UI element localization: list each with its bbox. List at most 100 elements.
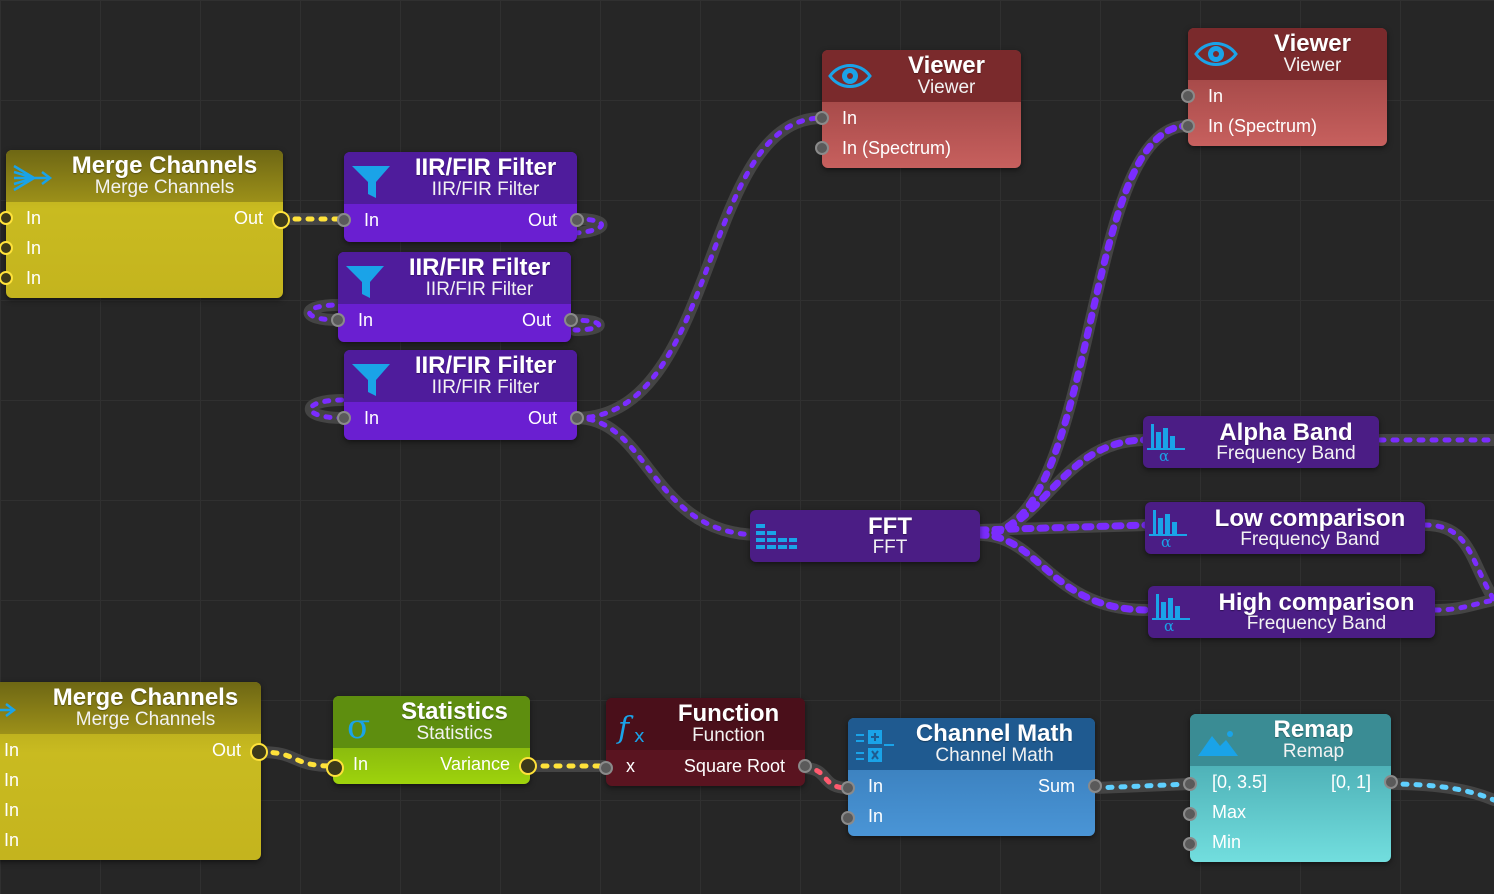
node-header[interactable]: f x Function Function bbox=[606, 698, 805, 750]
node-title: Alpha Band bbox=[1219, 419, 1353, 446]
port-label: Max bbox=[1212, 802, 1247, 822]
eye-icon bbox=[828, 64, 872, 88]
node-title: IIR/FIR Filter bbox=[414, 154, 557, 181]
eye-icon bbox=[1194, 42, 1238, 66]
input-port[interactable] bbox=[841, 811, 855, 825]
port-label: In bbox=[4, 770, 20, 790]
node-header[interactable]: IIR/FIR Filter IIR/FIR Filter bbox=[344, 152, 577, 204]
node-title: IIR/FIR Filter bbox=[408, 254, 551, 281]
input-port[interactable] bbox=[337, 213, 351, 227]
port-label: In bbox=[26, 238, 42, 258]
node-header[interactable]: Viewer Viewer bbox=[1188, 28, 1387, 80]
port-label: Out bbox=[521, 310, 551, 330]
port-label: Min bbox=[1212, 832, 1242, 852]
node-title: Viewer bbox=[1274, 30, 1351, 57]
input-port[interactable] bbox=[1183, 837, 1197, 851]
fft-node[interactable]: FFT FFT bbox=[750, 510, 980, 562]
node-header[interactable]: Viewer Viewer bbox=[822, 50, 1021, 102]
input-port[interactable] bbox=[0, 271, 13, 285]
input-port[interactable] bbox=[1181, 119, 1195, 133]
viewer-node-2[interactable]: Viewer Viewer In In (Spectrum) bbox=[1181, 28, 1387, 146]
output-port[interactable] bbox=[570, 213, 584, 227]
low-comparison-node[interactable]: α Low comparison Frequency Band bbox=[1145, 502, 1425, 554]
channel-math-icon bbox=[856, 730, 894, 762]
port-label: [0, 3.5] bbox=[1212, 772, 1268, 792]
port-label: In bbox=[26, 268, 42, 288]
input-port[interactable] bbox=[599, 761, 613, 775]
port-label: In bbox=[364, 210, 380, 230]
port-label: In bbox=[868, 806, 884, 826]
port-label: In bbox=[353, 754, 369, 774]
input-port[interactable] bbox=[841, 781, 855, 795]
node-subtitle: IIR/FIR Filter bbox=[431, 377, 540, 398]
node-title: FFT bbox=[868, 513, 912, 540]
node-header[interactable]: Remap Remap bbox=[1190, 714, 1391, 766]
input-port[interactable] bbox=[337, 411, 351, 425]
alpha-band-node[interactable]: α Alpha Band Frequency Band bbox=[1143, 416, 1379, 468]
svg-text:α: α bbox=[1164, 617, 1174, 632]
merge-icon bbox=[0, 703, 17, 717]
node-header[interactable]: Merge Channels Merge Channels bbox=[6, 150, 283, 202]
merge-icon bbox=[13, 164, 53, 192]
merge-channels-node-1[interactable]: Merge Channels Merge Channels In In In O… bbox=[0, 150, 290, 298]
port-label: In bbox=[1208, 86, 1224, 106]
input-port[interactable] bbox=[1181, 89, 1195, 103]
port-label: In bbox=[4, 800, 20, 820]
fx-icon: f x bbox=[616, 711, 645, 746]
port-label: In (Spectrum) bbox=[1208, 116, 1318, 136]
funnel-icon bbox=[352, 166, 390, 198]
output-port[interactable] bbox=[1384, 775, 1398, 789]
iir-fir-filter-node-3[interactable]: IIR/FIR Filter IIR/FIR Filter In Out bbox=[337, 350, 584, 440]
node-subtitle: Statistics bbox=[416, 723, 493, 744]
node-header[interactable]: IIR/FIR Filter IIR/FIR Filter bbox=[344, 350, 577, 402]
port-label: Out bbox=[527, 408, 557, 428]
input-port[interactable] bbox=[815, 141, 829, 155]
iir-fir-filter-node-2[interactable]: IIR/FIR Filter IIR/FIR Filter In Out bbox=[331, 252, 578, 342]
output-port[interactable] bbox=[1088, 779, 1102, 793]
port-label: In bbox=[842, 108, 858, 128]
remap-node[interactable]: Remap Remap [0, 3.5] Max Min [0, 1] bbox=[1183, 714, 1398, 862]
input-port[interactable] bbox=[0, 241, 13, 255]
node-header[interactable]: Merge Channels Merge Channels bbox=[0, 682, 261, 734]
output-port[interactable] bbox=[250, 743, 268, 761]
node-subtitle: Frequency Band bbox=[1246, 613, 1387, 634]
frequency-band-icon: α bbox=[1147, 424, 1185, 462]
output-port[interactable] bbox=[272, 211, 290, 229]
input-port[interactable] bbox=[0, 211, 13, 225]
port-label: Sum bbox=[1037, 776, 1075, 796]
port-label: x bbox=[626, 756, 635, 776]
port-label: Out bbox=[527, 210, 557, 230]
node-header[interactable]: σ Statistics Statistics bbox=[333, 696, 530, 748]
spectrum-icon bbox=[756, 524, 797, 549]
channel-math-node[interactable]: Channel Math Channel Math In In Sum bbox=[841, 718, 1102, 836]
input-port[interactable] bbox=[1183, 807, 1197, 821]
port-label: In bbox=[4, 830, 20, 850]
node-subtitle: IIR/FIR Filter bbox=[431, 179, 540, 200]
function-node[interactable]: f x Function Function x Square Root bbox=[599, 698, 812, 786]
merge-channels-node-2[interactable]: Merge Channels Merge Channels In In In I… bbox=[0, 682, 268, 860]
port-label: Out bbox=[211, 740, 241, 760]
output-port[interactable] bbox=[519, 757, 537, 775]
port-label: [0, 1] bbox=[1330, 772, 1371, 792]
output-port[interactable] bbox=[798, 759, 812, 773]
high-comparison-node[interactable]: α High comparison Frequency Band bbox=[1148, 586, 1435, 638]
node-subtitle: FFT bbox=[872, 537, 908, 558]
node-header[interactable]: Channel Math Channel Math bbox=[848, 718, 1095, 770]
funnel-icon bbox=[352, 364, 390, 396]
input-port[interactable] bbox=[331, 313, 345, 327]
node-title: Merge Channels bbox=[71, 152, 258, 179]
node-title: Low comparison bbox=[1214, 505, 1406, 532]
port-label: Square Root bbox=[683, 756, 785, 776]
iir-fir-filter-node-1[interactable]: IIR/FIR Filter IIR/FIR Filter In Out bbox=[337, 152, 584, 242]
node-title: Statistics bbox=[401, 698, 508, 725]
statistics-node[interactable]: σ Statistics Statistics In Variance bbox=[326, 696, 537, 784]
output-port[interactable] bbox=[564, 313, 578, 327]
input-port[interactable] bbox=[1183, 777, 1197, 791]
node-header[interactable]: IIR/FIR Filter IIR/FIR Filter bbox=[338, 252, 571, 304]
svg-text:α: α bbox=[1159, 447, 1169, 462]
input-port[interactable] bbox=[815, 111, 829, 125]
input-port[interactable] bbox=[326, 759, 344, 777]
output-port[interactable] bbox=[570, 411, 584, 425]
viewer-node-1[interactable]: Viewer Viewer In In (Spectrum) bbox=[815, 50, 1021, 168]
